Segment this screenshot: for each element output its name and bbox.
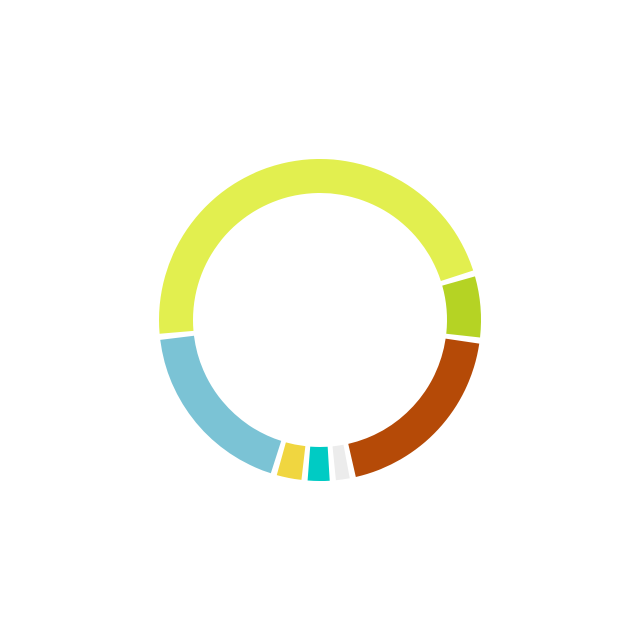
donut-slices (159, 159, 481, 481)
donut-slice-2 (442, 276, 481, 338)
donut-slice-4 (332, 444, 350, 481)
donut-slice-1 (159, 159, 474, 334)
donut-slice-6 (276, 442, 306, 480)
donut-slice-5 (307, 446, 330, 481)
donut-slice-3 (348, 338, 480, 477)
donut-slice-7 (160, 335, 282, 474)
